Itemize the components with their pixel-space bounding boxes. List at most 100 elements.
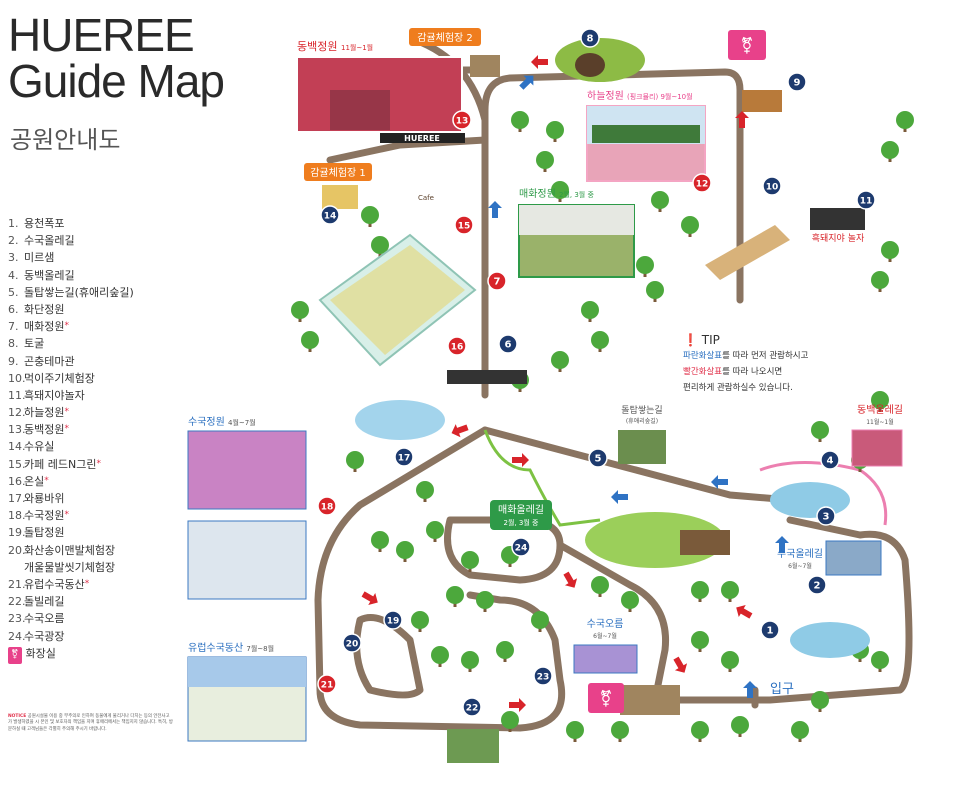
- label-hydrangea-hill-season: 6월~7월: [593, 632, 617, 640]
- legend-item: 3.미르샘: [8, 249, 134, 266]
- legend-number: 20.: [8, 543, 26, 557]
- legend-label: 수국광장: [24, 629, 65, 643]
- label-camellia-trail: 동백올레길: [857, 403, 903, 416]
- legend-item: 19.돌탑정원: [8, 524, 134, 541]
- marker-number: 13: [456, 117, 469, 127]
- title-line-2: Guide Map: [8, 55, 225, 107]
- marker-number: 24: [515, 544, 528, 554]
- marker-21: 21: [317, 674, 337, 694]
- legend-number: 8.: [8, 337, 19, 351]
- marker-number: 11: [860, 197, 873, 207]
- tree-icon: [791, 721, 809, 742]
- legend-label: 화장실: [25, 646, 56, 660]
- legend-item: 16.온실*: [8, 473, 134, 490]
- marker-number: 1: [767, 626, 774, 637]
- path-west-loop: [353, 614, 424, 699]
- green-plum-trail: [483, 429, 601, 527]
- marker-17: 17: [394, 447, 414, 467]
- badge-citrus-1: [304, 163, 372, 181]
- red-arrow-icon: [673, 656, 688, 673]
- tree-icon: [871, 391, 889, 412]
- legend-label: 수유실: [24, 440, 55, 454]
- map-labels: 동백정원 11월~1월 감귤체험장 2 감귤체험장 1 HUEREE 하늘정원 …: [188, 28, 903, 697]
- tree-icon: [426, 521, 444, 542]
- tree-icon: [536, 151, 554, 172]
- tree-icon: [881, 241, 899, 262]
- marker-number: 21: [321, 681, 334, 691]
- tree-icon: [411, 611, 429, 632]
- legend-number: 16.: [8, 474, 26, 488]
- tree-icon: [511, 111, 529, 132]
- tree-icon: [691, 581, 709, 602]
- red-arrow-icon: [361, 591, 378, 606]
- legend-label: 유럽수국동산: [24, 577, 85, 591]
- legend-number: 10.: [8, 371, 26, 385]
- tree-icon: [566, 721, 584, 742]
- label-plum-trail: 매화올레길: [498, 503, 544, 516]
- legend-label: 흑돼지야놀자: [24, 388, 85, 402]
- label-entrance: 입구: [770, 682, 794, 697]
- label-stone-path: 돌탑쌓는길: [621, 404, 662, 416]
- legend-number: 6.: [8, 302, 19, 316]
- tree-icon: [291, 301, 309, 322]
- tree-icon: [621, 591, 639, 612]
- title-line-1: HUEREE: [8, 9, 195, 61]
- blue-arrow-icon: [488, 201, 502, 218]
- hydrangea-house: [680, 530, 730, 555]
- legend-number: 14.: [8, 440, 26, 454]
- legend-number: 22.: [8, 595, 26, 609]
- legend-item: 13.동백정원*: [8, 421, 134, 438]
- red-arrow-icon: [451, 424, 469, 438]
- legend-item: 10.먹이주기체험장: [8, 370, 134, 387]
- pig-bridge: [705, 225, 790, 280]
- marker-number: 7: [494, 277, 501, 288]
- legend-star-icon: *: [44, 475, 49, 486]
- tree-icon: [431, 646, 449, 667]
- legend-label: 동백정원: [24, 423, 65, 437]
- marker-19: 19: [383, 610, 403, 630]
- decorative-trees: [291, 111, 914, 742]
- legend-number: 19.: [8, 526, 26, 540]
- label-cafe-cup: Cafe: [418, 194, 434, 202]
- tip-line1: 를 따라 먼저 관람하시고: [722, 351, 809, 361]
- legend-item: 24.수국광장: [8, 628, 134, 645]
- marker-22: 22: [462, 697, 482, 717]
- legend-item: 11.흑돼지야놀자: [8, 387, 134, 404]
- red-arrow-icon: [531, 55, 548, 69]
- marker-18: 18: [317, 496, 337, 516]
- tree-icon: [416, 481, 434, 502]
- marker-7: 7: [487, 271, 507, 291]
- tip-red-arrow-text: 빨간화살표: [683, 367, 723, 377]
- blue-arrow-icon: [775, 536, 789, 553]
- legend-item: 8.토굴: [8, 335, 134, 352]
- legend-label: 동백올레길: [24, 268, 75, 282]
- marker-6: 6: [498, 334, 518, 354]
- legend-item: 12.하늘정원*: [8, 404, 134, 421]
- svg-text:⚧: ⚧: [599, 689, 612, 708]
- legend-label: 미르샘: [24, 251, 55, 265]
- legend-number: 13.: [8, 423, 26, 437]
- label-citrus-2: 감귤체험장 2: [417, 32, 473, 44]
- tree-icon: [871, 271, 889, 292]
- marker-number: 20: [346, 640, 359, 650]
- tree-icon: [346, 451, 364, 472]
- tree-icon: [371, 236, 389, 257]
- map-title: HUEREE Guide Map: [8, 9, 225, 107]
- blue-arrow-icon: [711, 475, 728, 489]
- legend-label: 화산송이맨발체험장: [24, 543, 116, 557]
- notice-head: NOTICE: [8, 714, 27, 719]
- label-stone-path-sub: (휴애리숲길): [626, 417, 658, 425]
- tree-icon: [461, 551, 479, 572]
- marker-number: 22: [466, 704, 479, 714]
- pig-zone-photo: [810, 208, 865, 230]
- marker-3: 3: [816, 506, 836, 526]
- red-arrow-icon: [563, 571, 578, 588]
- tree-icon: [881, 141, 899, 162]
- badge-plum-trail: [490, 500, 552, 530]
- spring-pond: [770, 482, 850, 518]
- tree-icon: [531, 611, 549, 632]
- legend-label: 개울물발씻기체험장: [24, 560, 116, 574]
- tree-icon: [896, 111, 914, 132]
- legend-item: 4.동백올레길: [8, 267, 134, 284]
